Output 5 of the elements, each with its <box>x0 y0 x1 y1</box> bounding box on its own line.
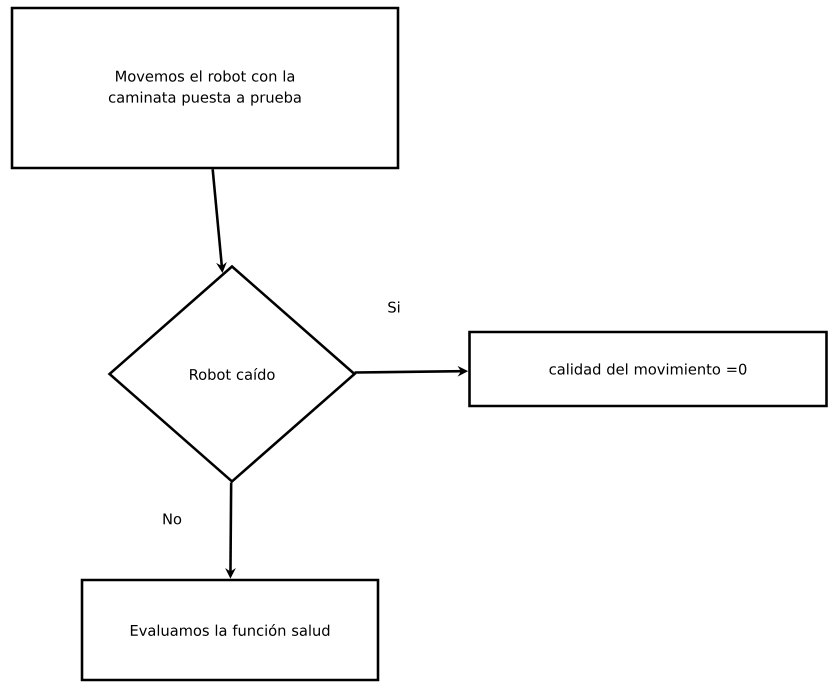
process-box: Evaluamos la función salud <box>80 578 380 682</box>
edge-label: No <box>160 511 184 527</box>
edge-label: Si <box>384 298 404 315</box>
process-box: Movemos el robot con la caminata puesta a prueba <box>10 6 400 170</box>
process-box: calidad del movimiento =0 <box>468 330 828 408</box>
